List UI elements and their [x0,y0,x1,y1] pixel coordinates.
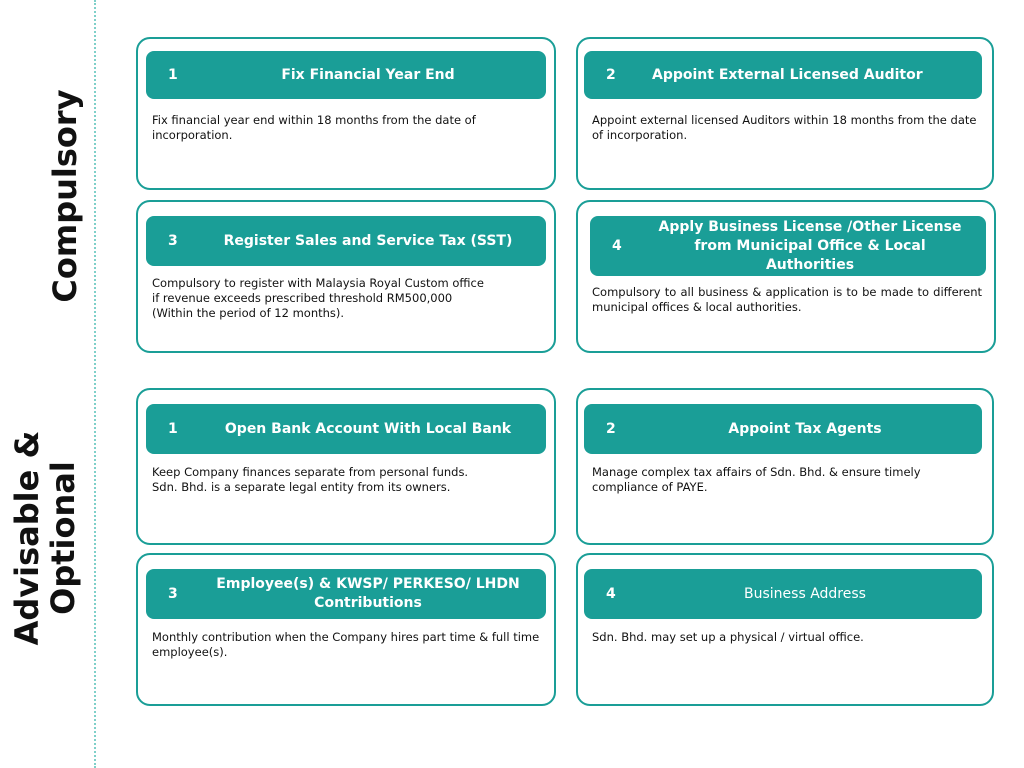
compulsory-card-2: 2 Appoint External Licensed Auditor Appo… [576,37,994,190]
card-title: Register Sales and Service Tax (SST) [223,232,513,249]
card-title: Employee(s) & KWSP/ PERKESO/ LHDN Contri… [216,576,520,611]
card-title: Fix Financial Year End [281,66,455,83]
card-header: 3 Employee(s) & KWSP/ PERKESO/ LHDN Cont… [146,569,546,619]
compulsory-card-1: 1 Fix Financial Year End Fix financial y… [136,37,556,190]
vertical-divider [94,0,96,768]
card-header: 2 Appoint External Licensed Auditor [584,51,982,99]
card-header: 1 Open Bank Account With Local Bank [146,404,546,454]
card-number: 1 [168,421,178,437]
card-header: 3 Register Sales and Service Tax (SST) [146,216,546,266]
card-description: Manage complex tax affairs of Sdn. Bhd. … [592,465,921,494]
advisable-card-3: 3 Employee(s) & KWSP/ PERKESO/ LHDN Cont… [136,553,556,706]
card-title: Business Address [744,585,866,602]
advisable-card-2: 2 Appoint Tax Agents Manage complex tax … [576,388,994,545]
card-description: Fix financial year end within 18 months … [152,113,476,142]
card-description: Keep Company finances separate from pers… [152,465,469,494]
advisable-card-4: 4 Business Address Sdn. Bhd. may set up … [576,553,994,706]
card-description: Sdn. Bhd. may set up a physical / virtua… [592,630,864,644]
card-title: Apply Business License /Other License fr… [658,218,962,273]
card-header: 1 Fix Financial Year End [146,51,546,99]
card-number: 3 [168,233,178,249]
section-label-compulsory: Compulsory [46,89,84,303]
card-description: Monthly contribution when the Company hi… [152,630,540,659]
card-title: Appoint External Licensed Auditor [652,66,923,83]
advisable-card-1: 1 Open Bank Account With Local Bank Keep… [136,388,556,545]
compulsory-card-3: 3 Register Sales and Service Tax (SST) C… [136,200,556,353]
section-label-advisable: Advisable & Optional [8,430,82,646]
card-number: 1 [168,67,178,83]
card-header: 2 Appoint Tax Agents [584,404,982,454]
compulsory-card-4: 4 Apply Business License /Other License … [576,200,996,353]
card-number: 2 [606,67,616,83]
card-header: 4 Apply Business License /Other License … [590,216,986,276]
card-header: 4 Business Address [584,569,982,619]
card-description: Appoint external licensed Auditors withi… [592,113,977,142]
card-number: 4 [612,238,622,254]
card-number: 4 [606,586,616,602]
card-title: Open Bank Account With Local Bank [224,420,512,437]
card-description: Compulsory to register with Malaysia Roy… [152,276,484,320]
card-title: Appoint Tax Agents [728,420,882,437]
card-number: 3 [168,586,178,602]
card-description: Compulsory to all business & application… [592,285,982,314]
card-number: 2 [606,421,616,437]
